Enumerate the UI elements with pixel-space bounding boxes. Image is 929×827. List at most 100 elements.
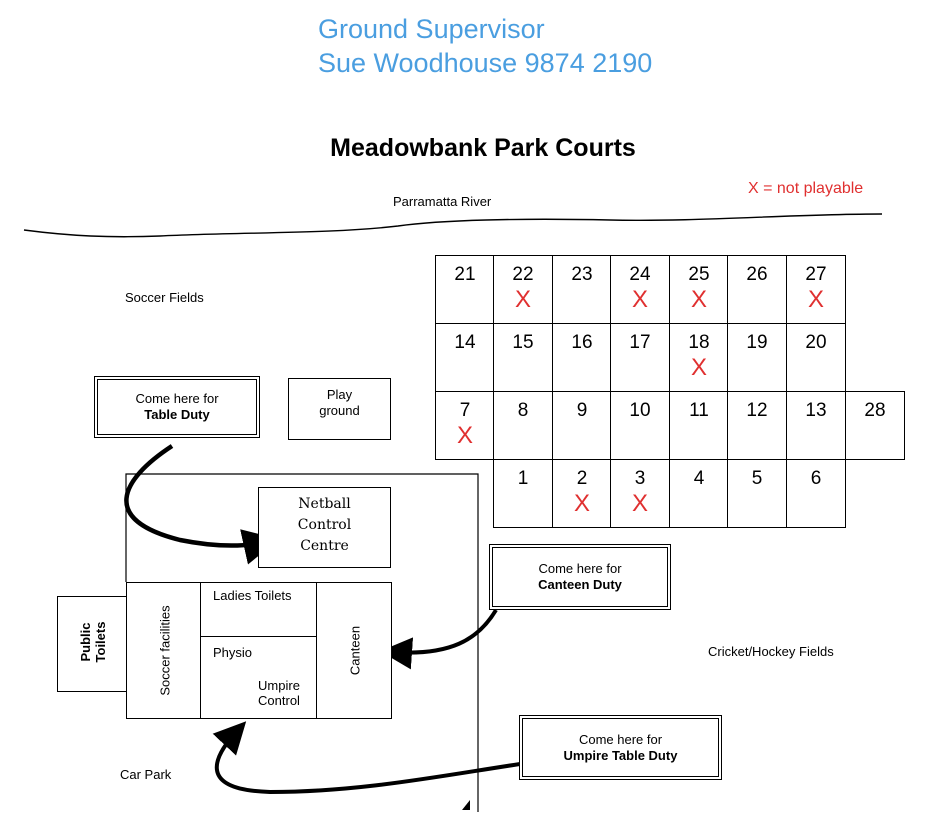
court-not-playable-mark: X xyxy=(514,286,531,313)
cricket-hockey-label: Cricket/Hockey Fields xyxy=(708,644,834,659)
court-number: 13 xyxy=(805,400,827,421)
court-number: 23 xyxy=(571,264,593,285)
court: 12 xyxy=(727,391,787,460)
court-number: 6 xyxy=(810,468,822,489)
court: 28 xyxy=(845,391,905,460)
court: 1 xyxy=(493,459,553,528)
court-number: 8 xyxy=(517,400,529,421)
court-number: 3 xyxy=(634,468,646,489)
court-number: 22 xyxy=(512,264,534,285)
supervisor-title: Ground Supervisor xyxy=(318,14,545,44)
ladies-toilets: Ladies Toilets xyxy=(200,582,317,637)
arrow-umpire-duty xyxy=(212,721,521,795)
court-not-playable-mark: X xyxy=(631,490,648,517)
umpire-control-line2: Control xyxy=(258,693,300,708)
table-duty-line1: Come here for xyxy=(135,391,219,406)
canteen: Canteen xyxy=(316,582,392,719)
canteen-duty-callout: Come here for Canteen Duty xyxy=(489,544,671,610)
court: 8 xyxy=(493,391,553,460)
corner-marker xyxy=(462,800,470,810)
court-number: 9 xyxy=(576,400,588,421)
court-number: 12 xyxy=(746,400,768,421)
court-number: 19 xyxy=(746,332,768,353)
court-not-playable-mark: X xyxy=(690,286,707,313)
court-not-playable-mark: X xyxy=(807,286,824,313)
court-number: 16 xyxy=(571,332,593,353)
canteen-duty-line2: Canteen Duty xyxy=(538,577,622,592)
canteen-duty-line1: Come here for xyxy=(538,561,622,576)
umpire-duty-callout: Come here for Umpire Table Duty xyxy=(519,715,722,780)
legend: X = not playable xyxy=(748,180,864,197)
court-not-playable-mark: X xyxy=(631,286,648,313)
court-number: 18 xyxy=(688,332,710,353)
court-number: 11 xyxy=(689,400,709,421)
map-title: Meadowbank Park Courts xyxy=(330,134,636,162)
netball-control-centre: Netball Control Centre xyxy=(258,487,391,568)
netball-line1: Netball xyxy=(298,496,351,512)
umpire-duty-line1: Come here for xyxy=(578,731,663,747)
court: 5 xyxy=(727,459,787,528)
court: 20 xyxy=(786,323,846,392)
river-line xyxy=(23,213,883,238)
court: 21 xyxy=(435,255,495,324)
table-duty-callout: Come here for Table Duty xyxy=(94,376,260,438)
court-number: 25 xyxy=(688,264,710,285)
umpire-control-label: Umpire Control xyxy=(251,678,307,708)
playground: Play ground xyxy=(288,378,391,440)
court: 10 xyxy=(610,391,670,460)
car-park-label: Car Park xyxy=(120,767,172,782)
court: 4 xyxy=(669,459,729,528)
court-number: 5 xyxy=(751,468,763,489)
netball-line3: Centre xyxy=(300,538,349,554)
physio-umpire-room: Physio Umpire Control xyxy=(200,636,317,719)
court: 26 xyxy=(727,255,787,324)
public-toilets: Public Toilets xyxy=(57,596,127,692)
canteen-label: Canteen xyxy=(347,625,363,676)
court: 13 xyxy=(786,391,846,460)
netball-line2: Control xyxy=(297,517,352,533)
physio-label: Physio xyxy=(213,645,253,660)
soccer-fields-label: Soccer Fields xyxy=(125,290,204,305)
court-number: 4 xyxy=(693,468,705,489)
facility-boundary xyxy=(125,473,479,812)
court-number: 28 xyxy=(864,400,886,421)
soccer-facilities: Soccer facilities xyxy=(126,582,201,719)
court-number: 10 xyxy=(629,400,651,421)
umpire-control-line1: Umpire xyxy=(258,678,300,693)
court: 16 xyxy=(552,323,612,392)
river-label: Parramatta River xyxy=(393,194,492,209)
court-number: 24 xyxy=(629,264,651,285)
playground-line2: ground xyxy=(319,403,360,418)
arrow-table-duty xyxy=(124,444,280,565)
playground-line1: Play xyxy=(326,387,353,402)
public-toilets-line1: Public xyxy=(78,622,93,662)
court: 23 xyxy=(552,255,612,324)
court: 15 xyxy=(493,323,553,392)
court: 11 xyxy=(669,391,729,460)
umpire-duty-line2: Umpire Table Duty xyxy=(563,747,678,763)
supervisor-contact: Sue Woodhouse 9874 2190 xyxy=(318,48,653,78)
court-number: 7 xyxy=(459,400,471,421)
court: 9 xyxy=(552,391,612,460)
court-not-playable-mark: X xyxy=(456,422,473,449)
public-toilets-line2: Toilets xyxy=(93,621,108,663)
arrow-canteen-duty xyxy=(380,608,498,670)
court-number: 27 xyxy=(805,264,827,285)
court-number: 2 xyxy=(576,468,588,489)
court: 14 xyxy=(435,323,495,392)
court: 19 xyxy=(727,323,787,392)
ladies-toilets-label: Ladies Toilets xyxy=(213,588,292,603)
court-number: 14 xyxy=(454,332,476,353)
court-not-playable-mark: X xyxy=(573,490,590,517)
court-number: 15 xyxy=(512,332,534,353)
court: 6 xyxy=(786,459,846,528)
